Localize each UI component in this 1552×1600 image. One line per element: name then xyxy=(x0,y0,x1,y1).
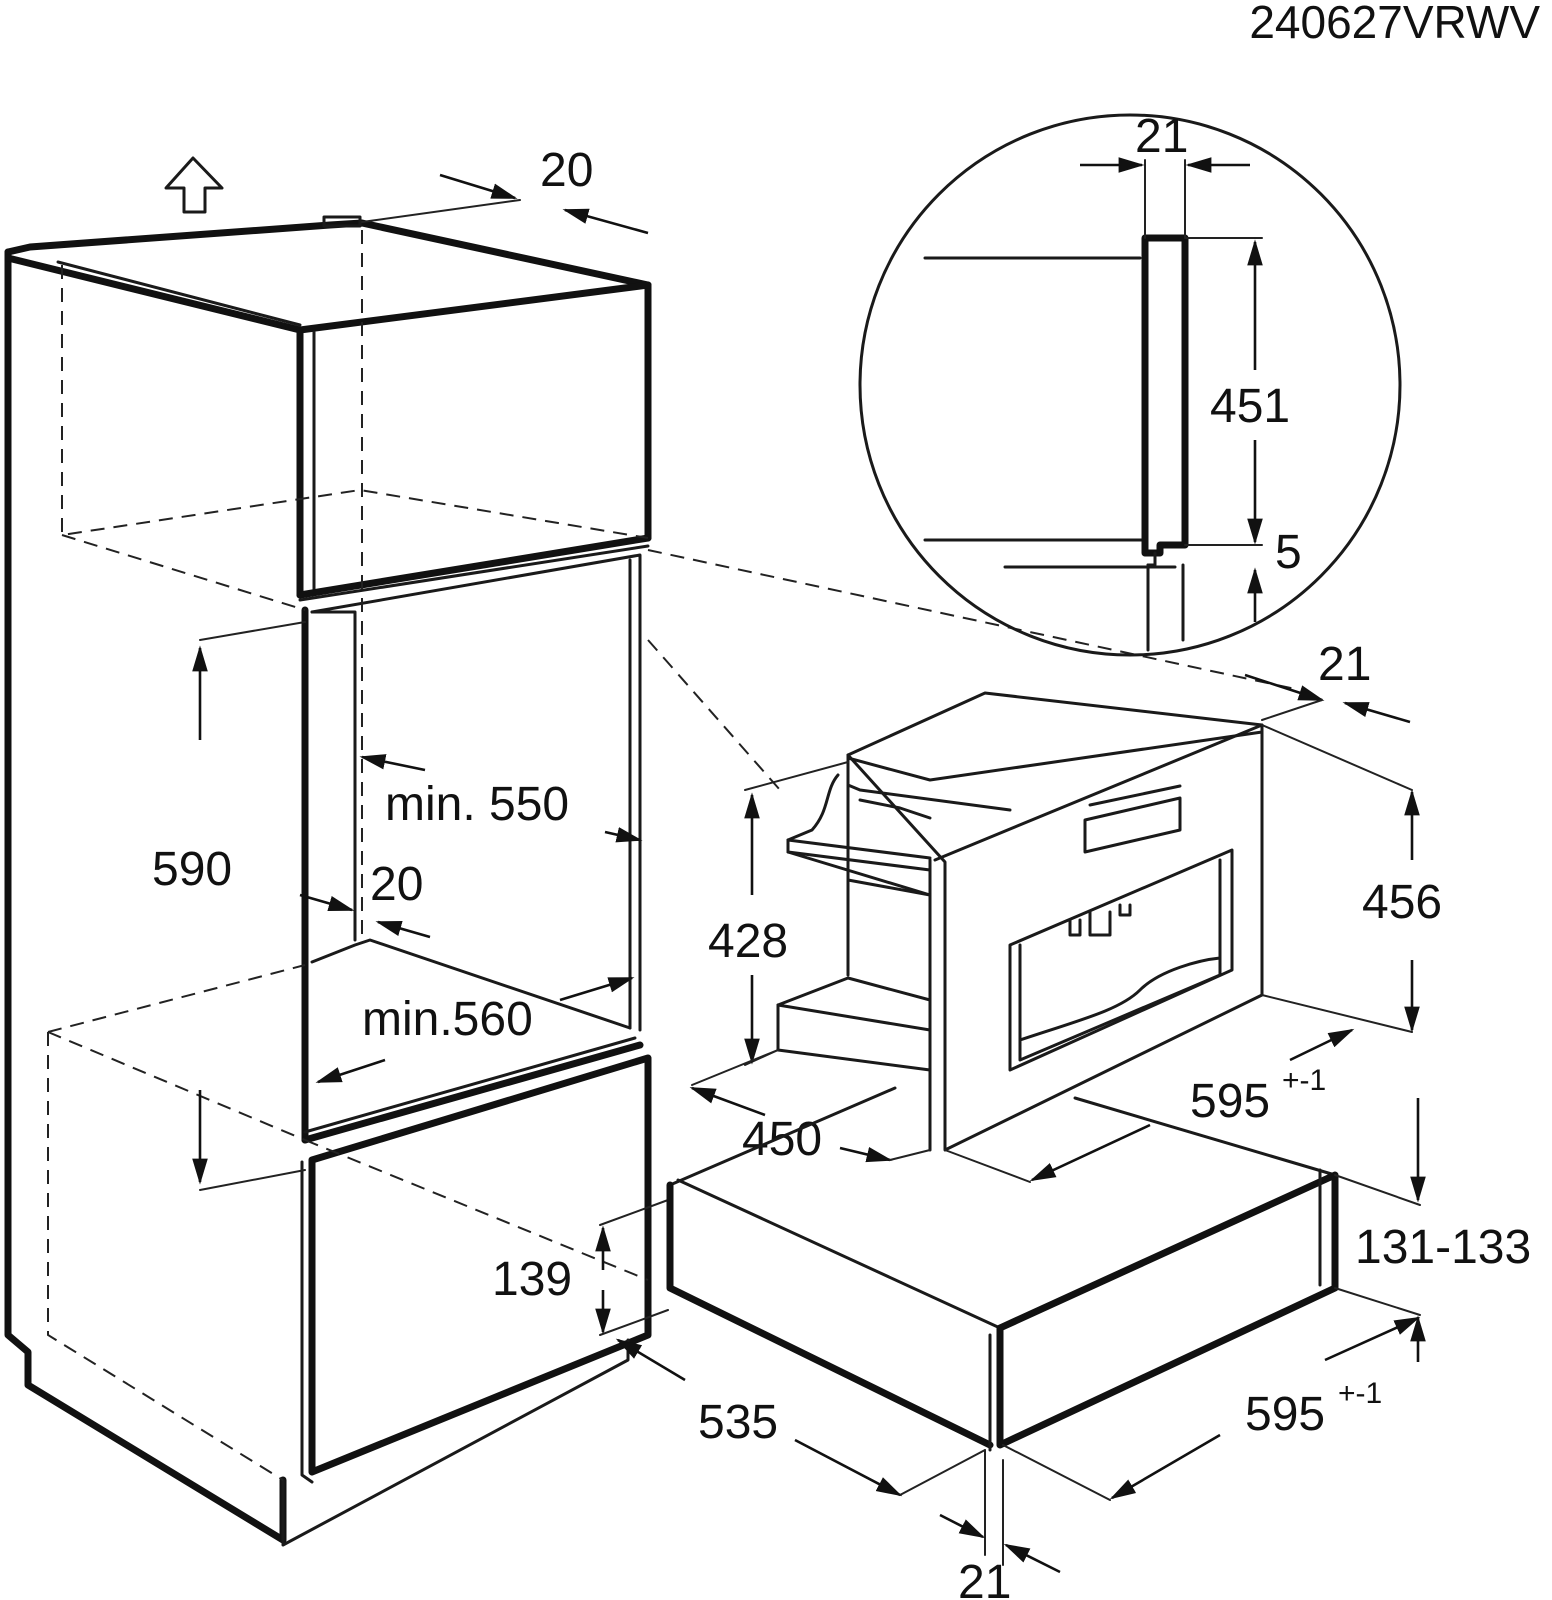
tall-cabinet xyxy=(4,215,1301,1547)
front-height-label: 456 xyxy=(1362,876,1442,929)
top-gap-label: 20 xyxy=(540,144,593,197)
front-height-label: 451 xyxy=(1210,380,1290,433)
width-tolerance-label: +-1 xyxy=(1282,1064,1326,1097)
ventilation-up-arrow-icon xyxy=(164,156,224,214)
offset-label: 5 xyxy=(1275,526,1302,579)
side-offset-label: 21 xyxy=(1318,638,1371,691)
cabinet-dimensions: 20 590 min. 550 20 min.560 139 535 21 xyxy=(152,144,1061,1600)
body-height-label: 428 xyxy=(708,915,788,968)
drawing-code: 240627VRWV xyxy=(1249,0,1540,48)
min-depth-label: min.560 xyxy=(362,993,533,1046)
width-label: 595 xyxy=(1190,1075,1270,1128)
lower-height-label: 139 xyxy=(492,1253,572,1306)
height-range-label: 131-133 xyxy=(1355,1221,1531,1274)
width-tolerance-label: +-1 xyxy=(1338,1377,1382,1410)
side-gap-label: 20 xyxy=(370,858,423,911)
gap-width-label: 21 xyxy=(1135,110,1188,163)
width-label: 595 xyxy=(1245,1388,1325,1441)
depth-label: 535 xyxy=(698,1396,778,1449)
coffee-machine-dimensions: 456 21 428 450 595 +-1 xyxy=(689,638,1442,1183)
warming-drawer-dimensions: 131-133 595 +-1 xyxy=(1002,1098,1531,1501)
base-gap-label: 21 xyxy=(958,1556,1011,1600)
min-width-label: min. 550 xyxy=(385,778,569,831)
depth-label: 450 xyxy=(742,1113,822,1166)
niche-height-label: 590 xyxy=(152,843,232,896)
detail-callout: 21 451 5 xyxy=(858,110,1402,657)
